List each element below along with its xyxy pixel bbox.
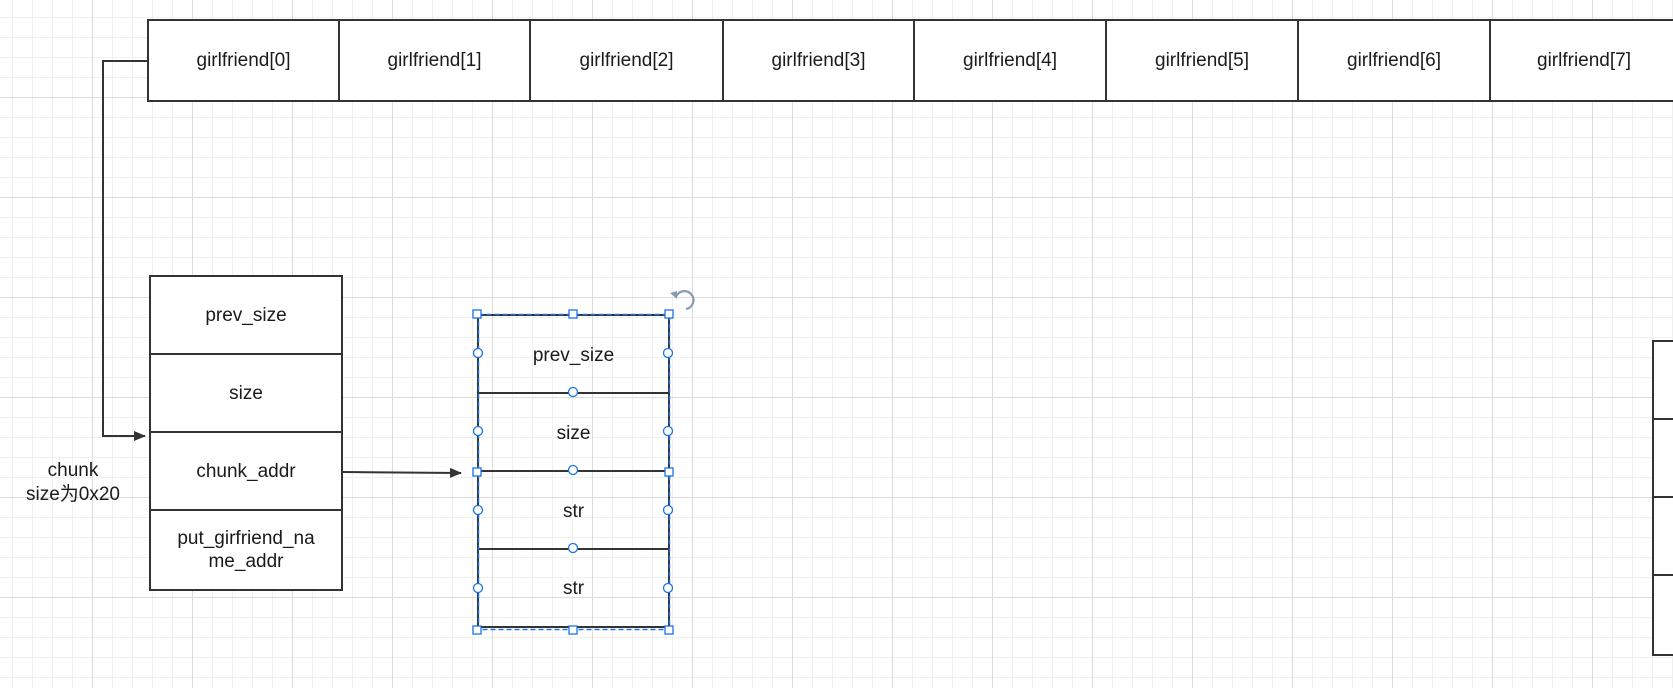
array-cell-0[interactable]: girlfriend[0]	[147, 19, 340, 102]
connection-point	[662, 582, 674, 594]
field-label: size	[229, 382, 263, 404]
pointer-arrow-chunk-addr[interactable]	[342, 467, 462, 478]
offscreen-struct-cell-4[interactable]	[1652, 574, 1673, 656]
array-cell-label: girlfriend[3]	[771, 50, 866, 71]
rotate-icon[interactable]	[670, 290, 695, 311]
resize-handles[interactable]	[472, 309, 674, 635]
connection-points[interactable]	[472, 347, 674, 594]
resize-handle-bottom	[568, 625, 578, 635]
array-cell-1[interactable]: girlfriend[1]	[338, 19, 531, 102]
connection-point	[472, 504, 484, 516]
resize-handle-top-left	[472, 309, 482, 319]
resize-handle-bottom-left	[472, 625, 482, 635]
connection-point	[472, 425, 484, 437]
chunk-field-prev-size[interactable]: prev_size	[149, 275, 343, 355]
array-cell-6[interactable]: girlfriend[6]	[1297, 19, 1491, 102]
field-label: prev_size	[205, 304, 287, 326]
chunk-field-chunk-addr[interactable]: chunk_addr	[149, 431, 343, 511]
array-cell-7[interactable]: girlfriend[7]	[1489, 19, 1673, 102]
chunk-size-label: chunk size为0x20	[26, 460, 120, 505]
connection-point	[472, 347, 484, 359]
array-cell-label: girlfriend[7]	[1537, 50, 1631, 71]
resize-handle-left	[472, 467, 482, 477]
chunk-field-put-name-addr[interactable]: put_girfriend_na me_addr	[149, 509, 343, 591]
array-cell-4[interactable]: girlfriend[4]	[913, 19, 1107, 102]
connection-point	[662, 347, 674, 359]
field-label: str	[562, 500, 585, 522]
field-label: size	[556, 422, 591, 444]
pointer-arrow-girlfriend0[interactable]	[102, 60, 147, 441]
connection-point	[567, 542, 579, 554]
connection-point	[472, 582, 484, 594]
field-label: put_girfriend_na me_addr	[177, 528, 315, 572]
array-cell-3[interactable]: girlfriend[3]	[722, 19, 915, 102]
connection-point	[662, 504, 674, 516]
array-cell-label: girlfriend[0]	[196, 50, 291, 71]
array-cell-label: girlfriend[4]	[963, 50, 1057, 71]
resize-handle-right	[664, 467, 674, 477]
array-cell-label: girlfriend[2]	[579, 50, 674, 71]
array-cell-label: girlfriend[5]	[1155, 50, 1249, 71]
field-label: prev_size	[532, 344, 615, 366]
array-cell-label: girlfriend[1]	[387, 50, 482, 71]
connection-point	[662, 425, 674, 437]
connection-point	[567, 386, 579, 398]
resize-handle-top-right	[664, 309, 674, 319]
resize-handle-top	[568, 309, 578, 319]
array-cell-2[interactable]: girlfriend[2]	[529, 19, 724, 102]
field-label: str	[562, 577, 585, 599]
array-cell-label: girlfriend[6]	[1347, 50, 1441, 71]
field-label: chunk_addr	[196, 460, 296, 482]
resize-handle-bottom-right	[664, 625, 674, 635]
connection-point	[567, 464, 579, 476]
